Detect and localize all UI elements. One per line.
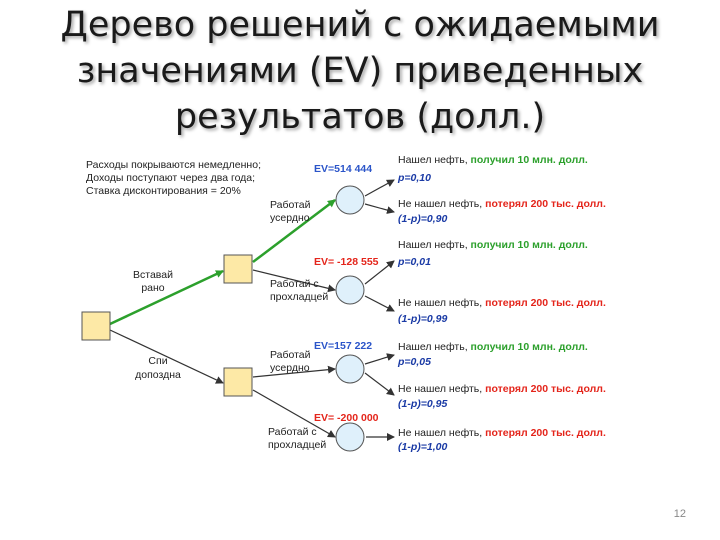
branch-outcome-1 bbox=[364, 179, 395, 197]
outcome-7-probability: (1-p)=1,00 bbox=[398, 441, 447, 453]
outcome-1-probability: p=0,10 bbox=[397, 172, 431, 184]
outcome-6-probability: (1-p)=0,95 bbox=[398, 398, 447, 410]
branch-early-slow bbox=[252, 269, 336, 293]
assumption-2: Доходы поступают через два года; bbox=[86, 172, 255, 184]
chance-node-late-hard bbox=[335, 354, 365, 384]
outcome-7: Не нашел нефть, потерял 200 тыс. долл. bbox=[398, 427, 606, 439]
branch-root-late bbox=[109, 329, 224, 384]
chance-node-early-hard bbox=[335, 185, 365, 215]
title-line-2: значениями (EV) приведенных bbox=[76, 51, 644, 91]
decision-early-label-1: Вставай bbox=[133, 269, 173, 281]
outcome-4: Не нашел нефть, потерял 200 тыс. долл. bbox=[398, 297, 606, 309]
ev-late-slow: EV= -200 000 bbox=[314, 412, 379, 424]
ev-early-hard: EV=514 444 bbox=[314, 163, 372, 175]
ev-late-hard: EV=157 222 bbox=[314, 340, 372, 352]
chance-node-early-slow bbox=[335, 275, 365, 305]
outcome-2: Не нашел нефть, потерял 200 тыс. долл. bbox=[398, 198, 606, 210]
branch-late-hard bbox=[252, 365, 336, 378]
slide-title: Дерево решений с ожидаемыми значениями (… bbox=[0, 2, 720, 140]
branch-outcome-3 bbox=[364, 260, 395, 285]
strategy-late-slow-label-1: Работай с bbox=[268, 426, 317, 438]
assumption-1: Расходы покрываются немедленно; bbox=[86, 159, 261, 171]
outcome-5: Нашел нефть, получил 10 млн. долл. bbox=[398, 341, 588, 353]
outcome-5-probability: p=0,05 bbox=[397, 356, 431, 368]
branch-late-slow bbox=[252, 389, 336, 438]
chance-node-late-slow bbox=[335, 422, 365, 452]
decision-node-early bbox=[223, 254, 253, 284]
outcome-1: Нашел нефть, получил 10 млн. долл. bbox=[398, 154, 588, 166]
slide-number: 12 bbox=[673, 508, 686, 520]
decision-late-label-1: Спи bbox=[148, 355, 167, 367]
branch-outcome-6 bbox=[364, 372, 395, 396]
decision-node-late bbox=[223, 367, 253, 397]
outcome-3: Нашел нефть, получил 10 млн. долл. bbox=[398, 239, 588, 251]
strategy-early-slow-label-2: прохладцей bbox=[270, 291, 328, 303]
outcome-2-probability: (1-p)=0,90 bbox=[398, 213, 447, 225]
branch-root-early bbox=[109, 269, 224, 326]
branch-outcome-2 bbox=[364, 203, 395, 214]
strategy-late-hard-label-1: Работай bbox=[270, 349, 311, 361]
outcome-3-probability: p=0,01 bbox=[397, 256, 431, 268]
title-line-1: Дерево решений с ожидаемыми bbox=[60, 5, 660, 45]
strategy-early-hard-label-1: Работай bbox=[270, 199, 311, 211]
decision-node-root bbox=[81, 311, 111, 341]
outcome-4-probability: (1-p)=0,99 bbox=[398, 313, 447, 325]
branch-early-hard bbox=[252, 199, 336, 263]
outcome-6: Не нашел нефть, потерял 200 тыс. долл. bbox=[398, 383, 606, 395]
ev-early-slow: EV= -128 555 bbox=[314, 256, 379, 268]
assumption-3: Ставка дисконтирования = 20% bbox=[86, 185, 241, 197]
title-line-3: результатов (долл.) bbox=[174, 97, 546, 137]
branch-outcome-5 bbox=[364, 353, 395, 365]
strategy-late-hard-label-2: усердно bbox=[270, 362, 310, 374]
strategy-late-slow-label-2: прохладцей bbox=[268, 439, 326, 451]
decision-late-label-2: допоздна bbox=[135, 369, 181, 381]
strategy-early-slow-label-1: Работай с bbox=[270, 278, 319, 290]
strategy-early-hard-label-2: усердно bbox=[270, 212, 310, 224]
branch-outcome-4 bbox=[364, 295, 395, 312]
decision-early-label-2: рано bbox=[141, 282, 164, 294]
